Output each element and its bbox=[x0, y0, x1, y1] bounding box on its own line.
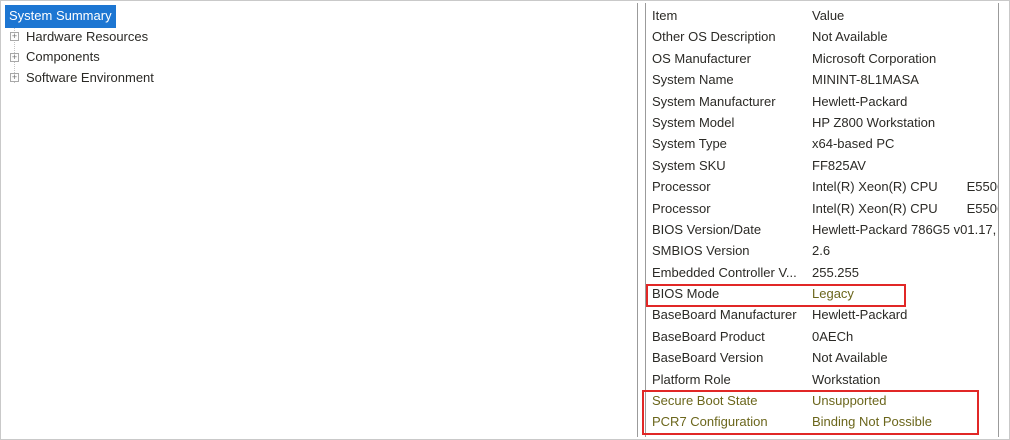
pane-splitter[interactable] bbox=[639, 3, 645, 437]
detail-value-cell: Hewlett-Packard bbox=[812, 93, 908, 109]
detail-row[interactable]: Processor Intel(R) Xeon(R) CPU E5506 bbox=[646, 176, 998, 197]
column-header-item[interactable]: Item bbox=[652, 8, 678, 23]
column-header-row: Item Value bbox=[646, 5, 998, 26]
detail-item-cell: System SKU bbox=[652, 157, 726, 173]
detail-value-cell: Not Available bbox=[812, 29, 888, 45]
expand-plus-icon[interactable]: + bbox=[10, 51, 19, 62]
tree-item-label: Hardware Resources bbox=[26, 28, 149, 44]
detail-row[interactable]: Secure Boot State Unsupported bbox=[646, 390, 998, 411]
detail-row[interactable]: PCR7 Configuration Binding Not Possible bbox=[646, 411, 998, 432]
category-tree-pane: System Summary + Hardware Resources + Co… bbox=[3, 3, 638, 437]
detail-item-cell: System Model bbox=[652, 114, 735, 130]
tree-item-label: System Summary bbox=[5, 5, 116, 28]
detail-item-cell: SMBIOS Version bbox=[652, 243, 750, 259]
detail-item-cell: BaseBoard Manufacturer bbox=[652, 307, 797, 323]
sidebar-item-system-summary[interactable]: System Summary bbox=[3, 5, 637, 28]
detail-value-cell: 255.255 bbox=[812, 264, 859, 280]
detail-item-cell: Platform Role bbox=[652, 371, 731, 387]
tree-item-label: Components bbox=[26, 49, 100, 64]
detail-row[interactable]: SMBIOS Version 2.6 bbox=[646, 240, 998, 261]
detail-row[interactable]: Other OS Description Not Available bbox=[646, 26, 998, 47]
expand-plus-icon[interactable]: + bbox=[10, 72, 19, 83]
detail-row[interactable]: Platform Role Workstation bbox=[646, 369, 998, 390]
detail-row[interactable]: Embedded Controller V... 255.255 bbox=[646, 262, 998, 283]
detail-item-cell: PCR7 Configuration bbox=[652, 414, 768, 430]
expand-plus-icon[interactable]: + bbox=[10, 31, 19, 42]
detail-value-cell: Intel(R) Xeon(R) CPU E5506 bbox=[812, 200, 998, 216]
detail-row[interactable]: BIOS Mode Legacy bbox=[646, 283, 998, 304]
detail-value-cell: Not Available bbox=[812, 350, 888, 366]
detail-value-cell: Intel(R) Xeon(R) CPU E5506 bbox=[812, 179, 998, 195]
detail-row[interactable]: System Name MININT-8L1MASA bbox=[646, 69, 998, 90]
detail-value-cell: MININT-8L1MASA bbox=[812, 72, 919, 88]
detail-row[interactable]: BaseBoard Manufacturer Hewlett-Packard bbox=[646, 304, 998, 325]
detail-value-cell: Microsoft Corporation bbox=[812, 50, 937, 66]
detail-row[interactable]: BaseBoard Version Not Available bbox=[646, 347, 998, 368]
detail-row[interactable]: BaseBoard Product 0AECh bbox=[646, 326, 998, 347]
details-list-pane: Item Value Other OS Description Not Avai… bbox=[645, 3, 999, 437]
detail-item-cell: Processor bbox=[652, 200, 711, 216]
tree-item-label: Software Environment bbox=[26, 69, 154, 85]
detail-row[interactable]: System Model HP Z800 Workstation bbox=[646, 112, 998, 133]
detail-item-cell: System Name bbox=[652, 72, 734, 88]
sidebar-item-hardware-resources[interactable]: + Hardware Resources bbox=[3, 27, 637, 48]
detail-row[interactable]: Processor Intel(R) Xeon(R) CPU E5506 bbox=[646, 198, 998, 219]
detail-value-cell: Binding Not Possible bbox=[812, 414, 932, 430]
detail-item-cell: BaseBoard Version bbox=[652, 350, 764, 366]
detail-value-cell: Unsupported bbox=[812, 393, 887, 409]
detail-item-cell: BaseBoard Product bbox=[652, 328, 765, 344]
detail-item-cell: OS Manufacturer bbox=[652, 50, 751, 66]
column-header-value[interactable]: Value bbox=[812, 8, 845, 23]
detail-item-cell: System Manufacturer bbox=[652, 93, 776, 109]
detail-value-cell: HP Z800 Workstation bbox=[812, 114, 936, 130]
detail-value-cell: Workstation bbox=[812, 371, 881, 387]
detail-value-cell: Legacy bbox=[812, 286, 854, 302]
detail-item-cell: System Type bbox=[652, 136, 727, 152]
detail-value-cell: x64-based PC bbox=[812, 136, 895, 152]
detail-value-cell: FF825AV bbox=[812, 157, 866, 173]
detail-item-cell: Secure Boot State bbox=[652, 393, 758, 409]
detail-row[interactable]: System Manufacturer Hewlett-Packard bbox=[646, 91, 998, 112]
detail-value-cell: Hewlett-Packard bbox=[812, 307, 908, 323]
detail-item-cell: Other OS Description bbox=[652, 29, 776, 45]
sidebar-item-components[interactable]: + Components bbox=[3, 47, 637, 68]
detail-row[interactable]: System Type x64-based PC bbox=[646, 133, 998, 154]
detail-item-cell: BIOS Mode bbox=[652, 286, 720, 302]
detail-row[interactable]: System SKU FF825AV bbox=[646, 155, 998, 176]
detail-row[interactable]: BIOS Version/Date Hewlett-Packard 786G5 … bbox=[646, 219, 998, 240]
detail-item-cell: BIOS Version/Date bbox=[652, 221, 762, 237]
detail-row[interactable]: OS Manufacturer Microsoft Corporation bbox=[646, 48, 998, 69]
detail-item-cell: Embedded Controller V... bbox=[652, 264, 797, 280]
sidebar-item-software-environment[interactable]: + Software Environment bbox=[3, 68, 637, 89]
detail-value-cell: Hewlett-Packard 786G5 v01.17, 8/ bbox=[812, 221, 998, 237]
detail-value-cell: 0AECh bbox=[812, 328, 854, 344]
detail-value-cell: 2.6 bbox=[812, 243, 831, 259]
detail-item-cell: Processor bbox=[652, 179, 711, 195]
